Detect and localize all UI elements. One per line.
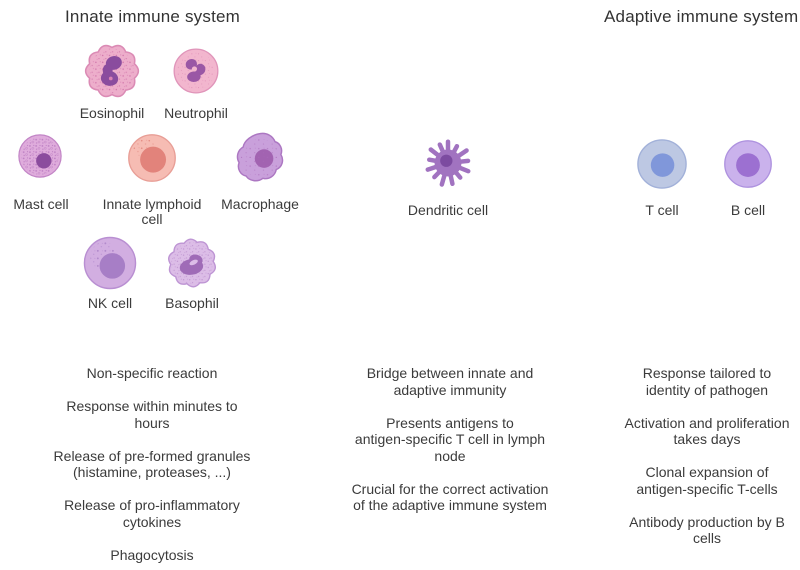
dendritic-cell-icon bbox=[420, 135, 476, 191]
neutrophil-label: Neutrophil bbox=[164, 105, 228, 121]
macrophage-icon bbox=[231, 129, 289, 187]
adaptive-note: Clonal expansion of antigen-specific T-c… bbox=[636, 464, 778, 497]
nk-cell-icon bbox=[81, 234, 139, 292]
mast-cell-label: Mast cell bbox=[13, 196, 69, 212]
basophil-label: Basophil bbox=[165, 295, 219, 311]
innate-note: Release of pre-formed granules (histamin… bbox=[53, 447, 251, 481]
b-cell-label: B cell bbox=[730, 202, 766, 218]
innate-lymphoid-cell-label: Innate lymphoid cell bbox=[102, 196, 202, 227]
dendritic-cell-label: Dendritic cell bbox=[407, 202, 489, 218]
eosinophil-icon bbox=[81, 40, 143, 102]
t-cell-label: T cell bbox=[645, 202, 679, 218]
adaptive-note: Antibody production by B cells bbox=[629, 513, 785, 547]
adaptive-notes: Response tailored to identity of pathoge… bbox=[607, 365, 800, 547]
innate-note: Response within minutes to hours bbox=[66, 398, 238, 431]
nk-cell-label: NK cell bbox=[87, 295, 133, 311]
adaptive-note: Activation and proliferation takes days bbox=[624, 414, 790, 448]
b-cell-icon bbox=[721, 137, 775, 191]
innate-note: Phagocytosis bbox=[110, 546, 194, 563]
dendritic-note: Crucial for the correct activation of th… bbox=[351, 480, 549, 514]
dendritic-notes: Bridge between innate and adaptive immun… bbox=[335, 365, 565, 514]
t-cell-icon bbox=[634, 136, 690, 192]
macrophage-label: Macrophage bbox=[221, 196, 299, 212]
innate-note: Release of pro-inflammatory cytokines bbox=[64, 497, 240, 530]
mast-cell-icon bbox=[16, 132, 64, 180]
eosinophil-label: Eosinophil bbox=[79, 105, 145, 121]
innate-title: Innate immune system bbox=[65, 7, 241, 26]
basophil-icon bbox=[164, 235, 220, 291]
dendritic-note: Presents antigens to antigen-specific T … bbox=[354, 414, 546, 464]
dendritic-note: Bridge between innate and adaptive immun… bbox=[366, 365, 534, 398]
adaptive-note: Response tailored to identity of pathoge… bbox=[642, 365, 772, 398]
adaptive-title: Adaptive immune system bbox=[604, 7, 799, 26]
innate-lymphoid-cell-icon bbox=[125, 131, 179, 185]
innate-notes: Non-specific reaction Response within mi… bbox=[40, 365, 264, 563]
neutrophil-icon bbox=[170, 45, 222, 97]
innate-note: Non-specific reaction bbox=[86, 365, 218, 381]
